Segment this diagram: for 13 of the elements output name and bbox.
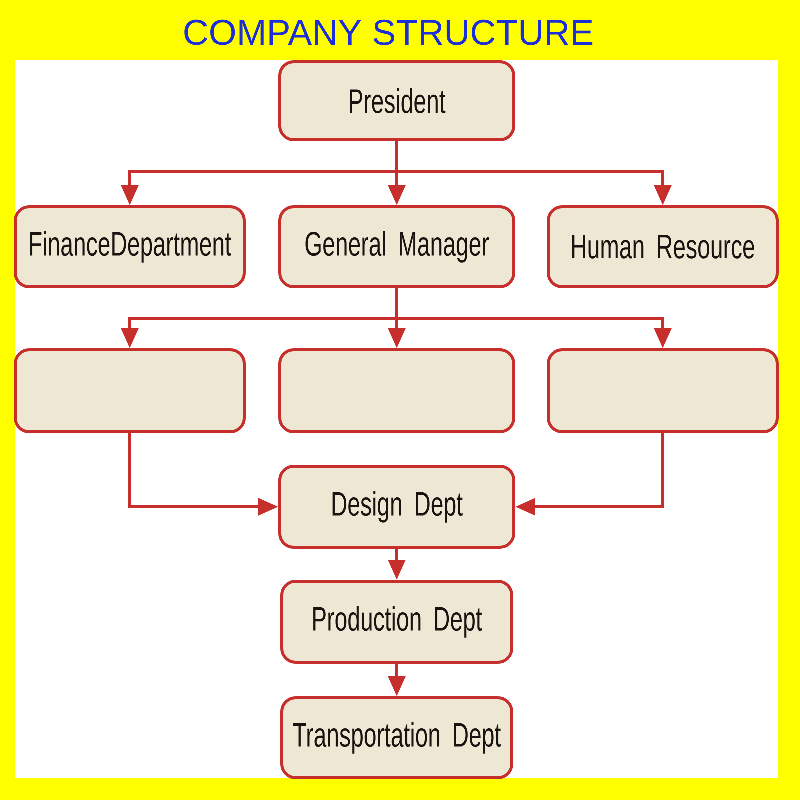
org-box: President [278,60,516,142]
empty-box [547,348,779,434]
title: COMPANY STRUCTURE [184,20,593,46]
org-box: Human Resource [547,206,779,288]
connector-line [396,142,398,172]
connector-line [396,288,398,318]
empty-box [278,348,516,434]
org-box: Transportation Dept [280,696,514,780]
empty-box [14,348,246,434]
org-box: Production Dept [280,580,514,664]
org-box: General Manager [278,206,516,288]
org-box: FinanceDepartment [14,206,246,288]
org-box: Design Dept [278,465,516,549]
